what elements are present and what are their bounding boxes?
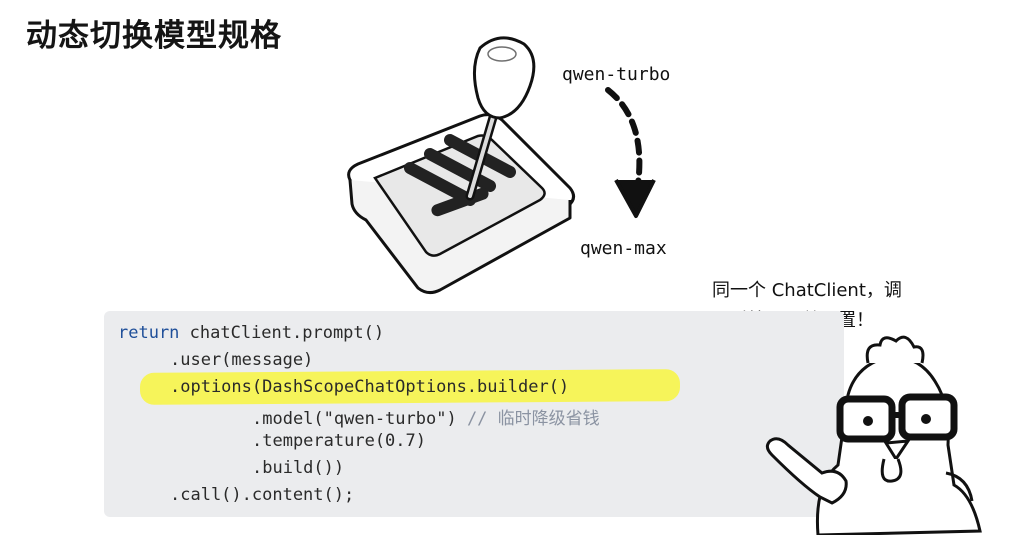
curved-dashed-arrow-icon	[605, 87, 656, 218]
chicken-mascot-illustration	[765, 335, 982, 535]
gear-from-label: qwen-turbo	[562, 64, 671, 85]
code-text: chatClient.prompt()	[179, 323, 385, 343]
code-line-return: return chatClient.prompt()	[118, 323, 384, 343]
code-line-temperature: .temperature(0.7)	[252, 431, 426, 451]
callout-line-1: 同一个 ChatClient，调	[712, 280, 902, 301]
keyword-return: return	[118, 323, 180, 343]
code-text: .model("qwen-turbo")	[252, 409, 457, 429]
code-line-options: .options(DashScopeChatOptions.builder()	[170, 377, 570, 397]
gear-shift-illustration	[347, 36, 575, 295]
code-line-user: .user(message)	[170, 350, 314, 370]
gear-to-label: qwen-max	[580, 238, 667, 259]
code-line-model: .model("qwen-turbo") // 临时降级省钱	[252, 404, 600, 429]
code-line-call: .call().content();	[170, 485, 355, 505]
code-block	[104, 311, 844, 517]
page-title: 动态切换模型规格	[26, 18, 282, 54]
code-comment: // 临时降级省钱	[456, 409, 600, 429]
code-line-build: .build())	[252, 458, 345, 478]
